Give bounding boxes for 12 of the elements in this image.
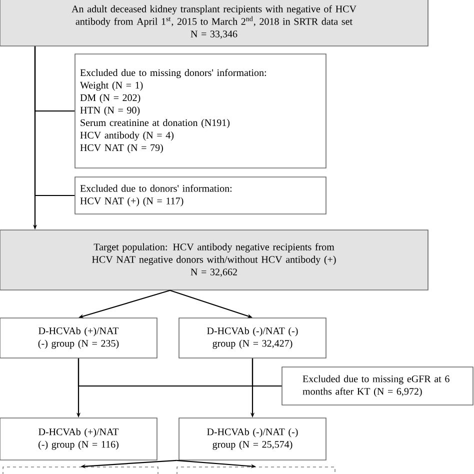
dashed-box — [176, 466, 336, 474]
arrow — [252, 358, 282, 387]
group-box: D-HCVAb (+)/NAT (-) group (N = 235) — [0, 318, 158, 358]
exclusion-box: Excluded due to missing eGFR at 6 months after KT (N = 6,972) — [282, 366, 474, 406]
dashed-box — [2, 466, 158, 474]
group-box: D-HCVAb (+)/NAT (-) group (N = 116) — [0, 418, 158, 460]
population-box: Target population: HCV antibody negative recipients from HCV NAT negative donors with/without HCV antibody (+) N = 32,662 — [0, 230, 428, 290]
start-box: An adult deceased kidney transplant recipients with negative of HCV antibody from April 1$^{st}$, 2015 to March 2$^{nd}$, 2018 in SRTR data set N = 33,346 — [0, 0, 428, 46]
group-box: D-HCVAb (-)/NAT (-) group (N = 32,427) — [178, 318, 326, 358]
group-box: D-HCVAb (-)/NAT (-) group (N = 25,574) — [178, 418, 326, 460]
exclusion-box: Excluded due to donors' information: HCV NAT (+) (N = 117) — [74, 176, 326, 214]
exclusion-box: Excluded due to missing donors' information: Weight (N = 1) DM (N = 202) HTN (N = 90) Serum creatinine at donation (N191) HCV antibody (N = 4) HCV NAT (N = 79) — [74, 54, 326, 168]
